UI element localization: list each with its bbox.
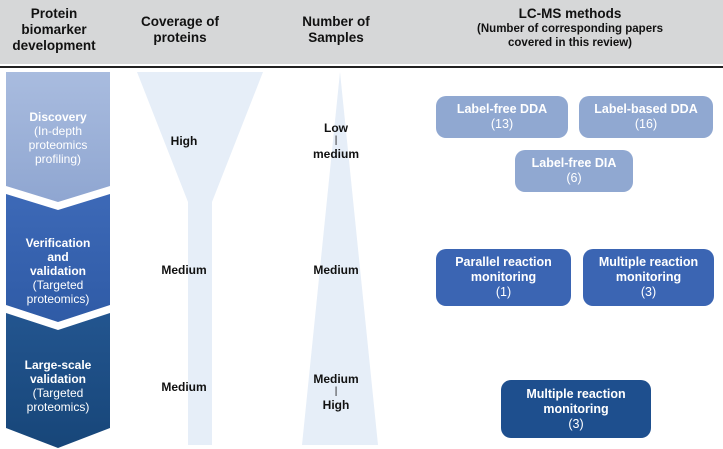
header-divider — [0, 66, 723, 68]
method-count: (3) — [640, 285, 657, 299]
samples-text: Medium — [313, 372, 359, 386]
stage-title: Verification — [25, 236, 91, 250]
method-name: Parallel reaction — [455, 255, 552, 269]
method-label-free-dda: Label-free DDA (13) — [436, 96, 568, 138]
method-name: Multiple reaction — [598, 255, 699, 269]
method-name: monitoring — [543, 401, 609, 416]
stage-title: validation — [29, 372, 86, 386]
stage-discovery: Discovery (In-depth proteomics profiling… — [6, 110, 110, 166]
stage-desc: proteomics — [28, 138, 88, 152]
header-coverage-of-proteins: Coverage of proteins — [130, 14, 230, 46]
method-name: Label-free DDA — [456, 102, 548, 116]
method-count: (16) — [634, 117, 658, 131]
header-text: Number of — [302, 14, 370, 29]
method-label-free-dia: Label-free DIA (6) — [515, 150, 633, 192]
samples-text: medium — [312, 147, 359, 161]
samples-label-discovery: Low | medium — [296, 120, 376, 162]
stage-desc: proteomics) — [26, 292, 90, 306]
header-number-of-samples: Number of Samples — [286, 14, 386, 46]
stage-desc: (Targeted — [32, 278, 84, 292]
stage-desc: (Targeted — [32, 386, 84, 400]
header-bar — [0, 0, 723, 64]
stage-desc: profiling) — [34, 152, 82, 166]
coverage-label-verification: Medium — [161, 263, 207, 277]
stage-title: Discovery — [29, 110, 87, 124]
method-label-based-dda: Label-based DDA (16) — [579, 96, 713, 138]
method-name: Label-free DIA — [531, 156, 617, 170]
coverage-label-discovery: High — [170, 134, 198, 148]
header-text: development — [12, 38, 96, 53]
method-name: Label-based DDA — [594, 102, 698, 116]
method-parallel-reaction-monitoring: Parallel reaction monitoring (1) — [436, 249, 571, 306]
stage-chevron-discovery — [6, 72, 110, 202]
stage-desc: (In-depth — [33, 124, 83, 138]
stage-title: validation — [29, 264, 86, 278]
method-name: monitoring — [615, 270, 682, 284]
stage-title: Large-scale — [24, 358, 92, 372]
header-text: proteins — [153, 30, 207, 45]
method-count: (3) — [568, 416, 584, 431]
stage-verification: Verification and validation (Targeted pr… — [6, 236, 110, 306]
method-name: monitoring — [470, 270, 537, 284]
samples-separator: | — [334, 135, 338, 146]
header-text: Samples — [308, 30, 364, 45]
samples-triangle — [302, 72, 378, 445]
samples-separator: | — [334, 386, 338, 397]
header-subtitle: covered in this review) — [508, 37, 632, 49]
coverage-label-large-scale: Medium — [161, 380, 207, 394]
header-text: Protein — [30, 6, 78, 21]
stage-large-scale-validation: Large-scale validation (Targeted proteom… — [6, 358, 110, 414]
method-count: (1) — [495, 285, 512, 299]
header-protein-biomarker-development: Protein biomarker development — [8, 6, 100, 54]
method-count: (13) — [490, 117, 514, 131]
samples-text: Low — [324, 121, 348, 135]
header-text: biomarker — [21, 22, 87, 37]
stage-title: and — [47, 250, 69, 264]
header-subtitle: (Number of corresponding papers — [477, 23, 663, 35]
header-lc-ms-methods: LC-MS methods (Number of corresponding p… — [440, 6, 700, 50]
samples-label-verification: Medium — [313, 263, 359, 277]
method-multiple-reaction-monitoring-large-scale: Multiple reaction monitoring (3) — [501, 380, 651, 438]
stage-chevron-verification — [6, 194, 110, 322]
header-text: Coverage of — [140, 14, 220, 29]
method-multiple-reaction-monitoring: Multiple reaction monitoring (3) — [583, 249, 714, 306]
stage-desc: proteomics) — [26, 400, 90, 414]
header-title: LC-MS methods — [518, 6, 622, 21]
stage-chevron-large-scale — [6, 313, 110, 448]
method-name: Multiple reaction — [526, 386, 626, 401]
coverage-shape — [137, 72, 263, 445]
samples-label-large-scale: Medium | High — [296, 371, 376, 413]
method-count: (6) — [566, 171, 582, 185]
samples-text: High — [322, 398, 350, 412]
